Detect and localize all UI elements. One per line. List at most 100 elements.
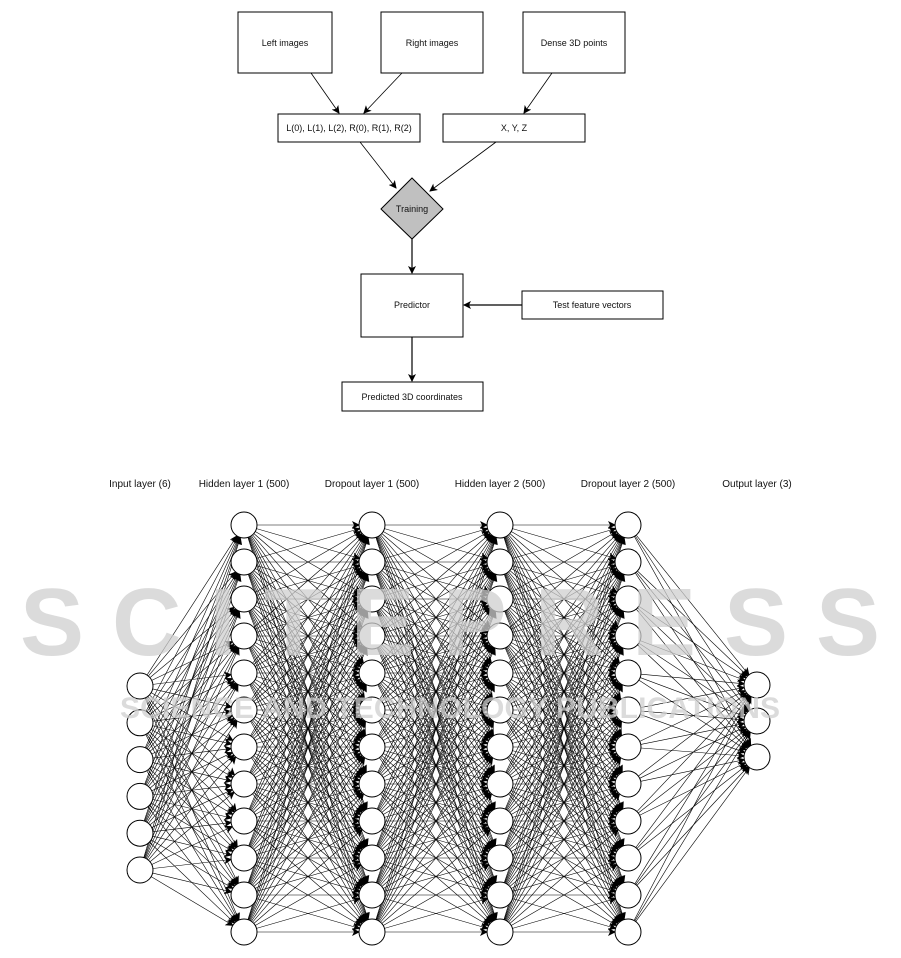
connection-edge [248,647,368,921]
neuron-node [126,672,154,700]
connection-edge [503,536,626,883]
neuron-node [230,548,258,576]
connection-edge [379,756,494,922]
neuron-node [126,856,154,884]
neuron-node [230,918,258,946]
flowchart-labels: Left images Right images Dense 3D points… [262,38,632,402]
connection-edge [504,647,624,921]
connection-edge [383,864,490,926]
connection-edge [378,535,495,736]
connection-edge [255,864,362,926]
neuron-node [743,743,771,771]
connection-edge [144,536,241,785]
connection-edge [253,532,363,628]
connection-edge [380,534,493,664]
neuron-node [358,807,386,835]
connection-edge [378,720,495,921]
features-label: L(0), L(1), L(2), R(0), R(1), R(2) [286,123,412,133]
connection-edge [255,531,362,593]
connection-edge [635,608,750,748]
connection-edge [509,532,619,628]
neuron-node [486,622,514,650]
neuron-node [230,733,258,761]
connection-edge [503,536,626,920]
connection-edge [377,683,495,921]
connection-edge [144,610,241,858]
flow-arrows [310,72,553,382]
connection-edge [640,757,746,782]
connection-edge [248,610,369,920]
connection-edge [379,534,494,700]
connection-edge [381,532,491,628]
connection-edge [504,610,625,920]
neuron-node [486,585,514,613]
neuron-node [614,548,642,576]
connection-edge [384,526,489,559]
neuron-node [126,709,154,737]
neuron-node [358,881,386,909]
connection-edge [640,747,746,760]
connection-edge [251,756,366,922]
connection-edge [383,531,490,593]
connection-edge [145,646,240,859]
neuron-node [126,782,154,810]
connection-edge [640,673,746,688]
neuron-node [126,746,154,774]
neuron-node [358,659,386,687]
connection-edge [638,642,747,715]
connection-edge [640,710,746,724]
test-vectors-label: Test feature vectors [553,300,632,310]
connection-edge [504,536,624,810]
connection-edge [633,695,752,921]
connection-edge [376,610,497,920]
connection-edge [634,535,751,711]
connection-edge [377,535,495,773]
neuron-node [486,770,514,798]
neuron-node [486,548,514,576]
connection-edge [256,896,361,929]
neuron-node [614,511,642,539]
connection-edge [638,679,747,751]
connection-edge [148,756,237,861]
predictor-box [360,273,464,338]
neuron-node [486,918,514,946]
connection-edge [512,896,617,929]
connection-edge [639,690,747,742]
neuron-node [230,659,258,687]
dense-points-label: Dense 3D points [541,38,608,48]
neuron-node [230,770,258,798]
xyz-label: X, Y, Z [501,123,528,133]
neuron-node [614,770,642,798]
training-label: Training [396,204,428,214]
connection-edge [634,536,752,747]
connection-edge [145,683,239,859]
connection-edge [508,534,621,664]
neuron-node [230,844,258,872]
connection-edge [506,720,623,921]
connection-edge [511,864,618,926]
neuron-node [614,844,642,872]
neuron-node [126,819,154,847]
connection-edge [252,534,365,664]
neuron-node [486,696,514,724]
features-box [277,113,421,143]
connection-edge [637,607,749,713]
right-images-label: Right images [406,38,459,48]
connection-edge [511,531,618,593]
connection-edge [146,535,238,676]
connection-edge [380,793,493,923]
layer-label-dropout-1: Dropout layer 1 (500) [325,479,420,490]
connection-edge [505,683,623,921]
neuron-node [614,622,642,650]
connection-edge [640,640,746,682]
connection-edge [247,536,370,920]
neuron-node [486,733,514,761]
connection-edge [247,536,370,883]
connection-edge [512,526,617,559]
connection-edge [249,535,367,773]
neuron-node [614,807,642,835]
connection-edge [144,535,240,748]
connection-edge [636,693,749,812]
neuron-node [743,707,771,735]
